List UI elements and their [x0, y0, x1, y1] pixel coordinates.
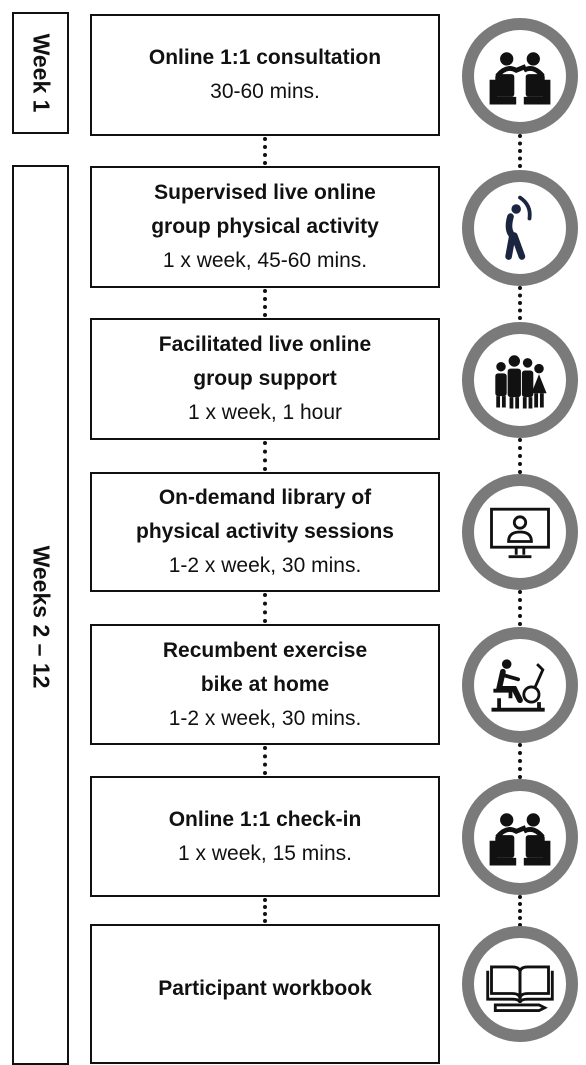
- step-detail: 1 x week, 45-60 mins.: [162, 249, 368, 272]
- step-group-support: Facilitated live online group support 1 …: [90, 318, 440, 440]
- step-participant-workbook: Participant workbook: [90, 924, 440, 1064]
- step-detail: 1-2 x week, 30 mins.: [168, 706, 362, 730]
- connector-dots: [263, 746, 267, 775]
- step-on-demand-library: On-demand library of physical activity s…: [90, 472, 440, 592]
- weeks-2-12-label: Weeks 2 – 12: [28, 545, 54, 689]
- step-title: Facilitated live online group support: [158, 333, 372, 390]
- connector-dots: [263, 289, 267, 317]
- connector-dots: [263, 441, 267, 471]
- consultation-icon: [462, 18, 578, 134]
- step-title: On-demand library of physical activity s…: [136, 486, 394, 543]
- week-1-label-box: Week 1: [12, 12, 69, 134]
- step-title: Online 1:1 check-in: [168, 807, 362, 831]
- stretching-person-icon: [462, 170, 578, 286]
- connector-dots: [263, 593, 267, 623]
- step-detail: 1 x week, 15 mins.: [178, 841, 352, 865]
- icon-connector-dots: [518, 134, 522, 168]
- icon-connector-dots: [518, 895, 522, 927]
- step-title: Online 1:1 consultation: [148, 46, 382, 69]
- step-detail: 1-2 x week, 30 mins.: [168, 554, 362, 577]
- connector-dots: [263, 137, 267, 165]
- workbook-icon: [462, 926, 578, 1042]
- video-screen-icon: [462, 474, 578, 590]
- step-title: Participant workbook: [158, 977, 372, 1000]
- consultation-icon: [462, 779, 578, 895]
- step-exercise-bike: Recumbent exercise bike at home 1-2 x we…: [90, 624, 440, 745]
- step-check-in: Online 1:1 check-in 1 x week, 15 mins.: [90, 776, 440, 897]
- icon-connector-dots: [518, 590, 522, 626]
- icon-connector-dots: [518, 438, 522, 474]
- exercise-bike-icon: [462, 627, 578, 743]
- icon-connector-dots: [518, 743, 522, 779]
- weeks-2-12-label-box: Weeks 2 – 12: [12, 165, 69, 1065]
- step-title: Supervised live online group physical ac…: [151, 181, 379, 238]
- step-title: Recumbent exercise bike at home: [162, 638, 368, 696]
- connector-dots: [263, 898, 267, 923]
- group-people-icon: [462, 322, 578, 438]
- icon-connector-dots: [518, 286, 522, 320]
- step-detail: 30-60 mins.: [210, 80, 320, 103]
- step-detail: 1 x week, 1 hour: [187, 401, 343, 424]
- step-supervised-activity: Supervised live online group physical ac…: [90, 166, 440, 288]
- step-online-consultation: Online 1:1 consultation 30-60 mins.: [90, 14, 440, 136]
- week-1-label: Week 1: [28, 33, 54, 113]
